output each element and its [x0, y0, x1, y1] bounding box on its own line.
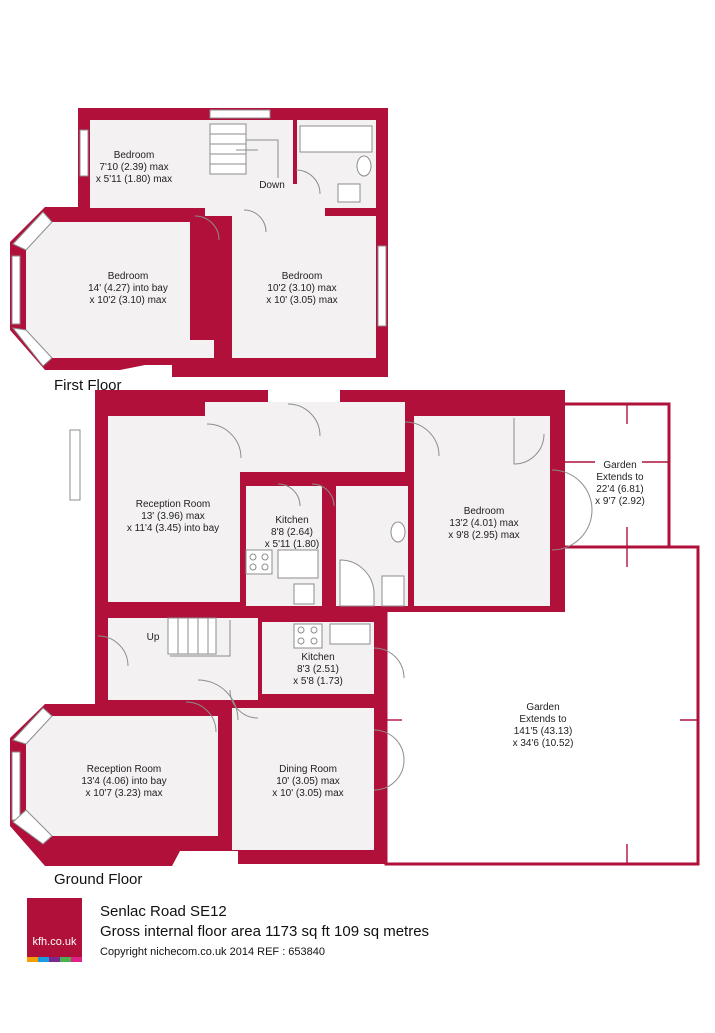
room-dims: Extends to [519, 714, 567, 725]
room-label-kitchen-front: Kitchen [301, 652, 334, 663]
room-dims: x 5'11 (1.80) max [96, 174, 172, 185]
room-dims: x 34'6 (10.52) [513, 738, 574, 749]
room-label-bedroom-rear: Bedroom [282, 271, 323, 282]
room-dims: 14' (4.27) into bay [88, 283, 168, 294]
copyright-ref: Copyright nichecom.co.uk 2014 REF : 6538… [100, 946, 326, 958]
logo-text: kfh.co.uk [32, 936, 77, 948]
room-label-bedroom-ground: Bedroom [464, 506, 505, 517]
property-address: Senlac Road SE12 [100, 903, 227, 920]
ground-floor-plan: Reception Room 13' (3.96) max x 11'4 (3.… [10, 390, 700, 866]
room-dims: 8'8 (2.64) [271, 527, 313, 538]
stripe-segment [27, 957, 38, 962]
room-label-dining: Dining Room [279, 764, 337, 775]
room-dims: x 9'7 (2.92) [595, 496, 645, 507]
room-label-reception-rear: Reception Room [136, 499, 210, 510]
room-dims: x 10' (3.05) max [266, 295, 337, 306]
room-dims: 22'4 (6.81) [596, 484, 644, 495]
floor-area: Gross internal floor area 1173 sq ft 109… [100, 923, 430, 940]
room-dims: x 11'4 (3.45) into bay [127, 523, 219, 534]
room-dims: x 10'7 (3.23) max [86, 788, 163, 799]
room-label-bedroom-bay: Bedroom [108, 271, 149, 282]
stair-label-up: Up [147, 632, 160, 643]
room-label-kitchen-rear: Kitchen [275, 515, 308, 526]
room-dims: 8'3 (2.51) [297, 664, 339, 675]
room-dims: 7'10 (2.39) max [99, 162, 168, 173]
room-dims: 13'4 (4.06) into bay [81, 776, 166, 787]
garden-dimension-arrows [386, 404, 698, 864]
ground-floor-stairs [167, 617, 231, 657]
room-dims: 13' (3.96) max [141, 511, 205, 522]
first-floor-stairs [209, 123, 279, 178]
room-label-garden-side: Garden [603, 460, 636, 471]
stripe-segment [38, 957, 49, 962]
room-dims: x 5'11 (1.80) [265, 539, 320, 550]
stripe-segment [60, 957, 71, 962]
stripe-segment [71, 957, 82, 962]
room-dims: 13'2 (4.01) max [449, 518, 518, 529]
logo-color-stripe [27, 957, 82, 962]
stripe-segment [49, 957, 60, 962]
room-dims: x 10'2 (3.10) max [90, 295, 167, 306]
kfh-logo: kfh.co.uk [27, 898, 82, 962]
room-dims: x 9'8 (2.95) max [448, 530, 519, 541]
room-label-reception-front: Reception Room [87, 764, 161, 775]
room-dims: x 5'8 (1.73) [293, 676, 343, 687]
ground-floor-title: Ground Floor [54, 871, 143, 888]
first-floor-plan: Bedroom 7'10 (2.39) max x 5'11 (1.80) ma… [10, 108, 388, 377]
room-dims: 10' (3.05) max [276, 776, 340, 787]
room-label-bedroom-small: Bedroom [114, 150, 155, 161]
stair-label-down: Down [259, 180, 285, 191]
room-dims: Extends to [596, 472, 644, 483]
room-dims: x 10' (3.05) max [272, 788, 343, 799]
first-floor-title: First Floor [54, 377, 122, 394]
room-dims: 10'2 (3.10) max [267, 283, 336, 294]
room-dims: 141'5 (43.13) [514, 726, 573, 737]
room-label-garden-rear: Garden [526, 702, 559, 713]
